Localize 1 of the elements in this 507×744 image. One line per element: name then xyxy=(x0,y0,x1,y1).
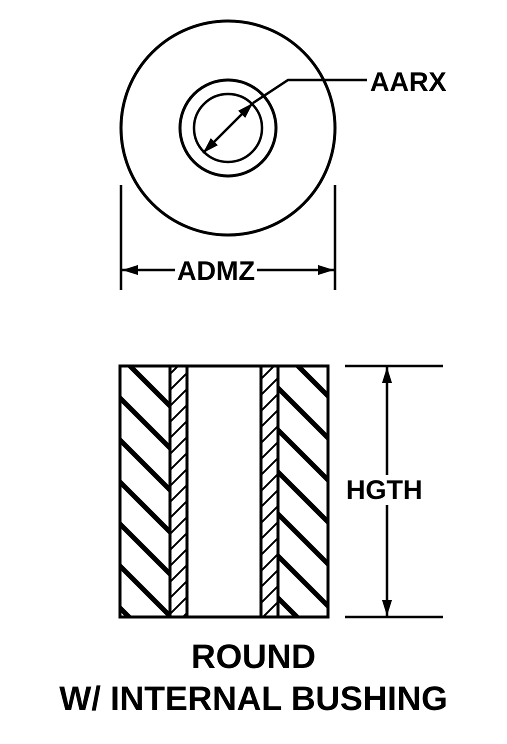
drawing-caption: ROUND W/ INTERNAL BUSHING xyxy=(58,637,449,720)
